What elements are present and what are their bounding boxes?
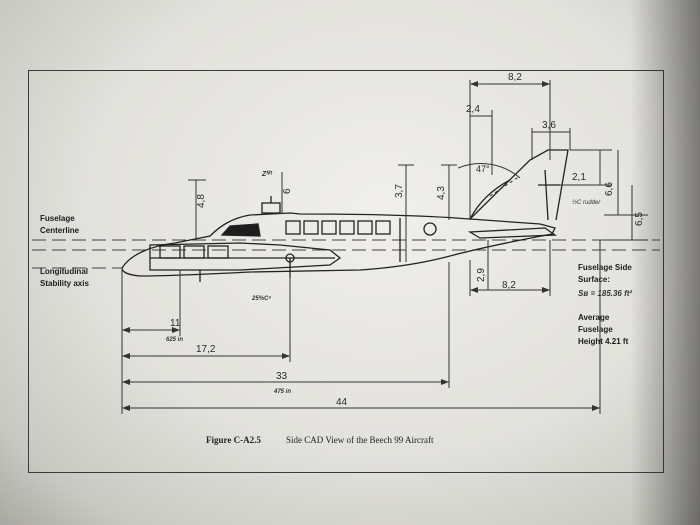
dim-3-7: 3,7 xyxy=(394,184,405,198)
dim-2-1: 2,1 xyxy=(572,172,586,183)
side-surface-label-1: Fuselage Side xyxy=(578,263,632,272)
figure-caption-label: Figure C-A2.5 xyxy=(206,435,261,445)
dimension-lines xyxy=(121,80,648,414)
longitudinal-axis-label-1: Longitudinal xyxy=(40,267,88,276)
vertical-tail xyxy=(467,149,569,239)
fuselage-centerline-label-1: Fuselage xyxy=(40,214,75,223)
dim-3-6: 3,6 xyxy=(542,120,556,131)
side-surface-value: Sʙ = 185.36 ft² xyxy=(578,289,632,298)
fuselage-centerline-label-2: Centerline xyxy=(40,226,80,235)
average-height-label-1: Average xyxy=(578,313,610,322)
dim-44: 44 xyxy=(336,397,348,408)
z-label: Zᴹᵗ xyxy=(261,171,272,178)
average-height-label-2: Fuselage xyxy=(578,325,613,334)
dim-8-2-bottom: 8,2 xyxy=(502,280,516,291)
dim-6-5: 6,5 xyxy=(634,212,645,226)
side-surface-label-2: Surface: xyxy=(578,275,610,284)
dim-33: 33 xyxy=(276,371,288,382)
fuselage-outline xyxy=(121,196,556,282)
sweep-angle-arc xyxy=(457,162,521,197)
dim-11-sub: 625 in xyxy=(166,337,183,343)
arrowheads xyxy=(122,81,600,411)
dim-11: 11 xyxy=(170,318,181,329)
longitudinal-axis-label-2: Stability axis xyxy=(40,279,89,288)
dim-8-2-top: 8,2 xyxy=(508,72,522,83)
dim-2-9: 2,9 xyxy=(476,268,487,282)
centerline-lines xyxy=(32,239,660,269)
dim-17-2: 17,2 xyxy=(196,344,216,355)
quarter-chord-label: 25%Cᵃ xyxy=(251,296,271,302)
average-height-label-3: Height 4.21 ft xyxy=(578,337,629,346)
dim-33-sub: 475 in xyxy=(273,389,291,395)
dim-6-6: 6,6 xyxy=(604,182,615,196)
dim-2-4: 2,4 xyxy=(466,104,480,115)
dim-4-3: 4,3 xyxy=(436,186,447,200)
dim-6-z: 6 xyxy=(282,188,293,194)
rudder-label: ½C rudder xyxy=(572,199,601,206)
shadow-edge xyxy=(630,0,700,525)
figure-caption-text: Side CAD View of the Beech 99 Aircraft xyxy=(286,435,434,445)
dim-47-deg: 47° xyxy=(476,164,490,174)
dim-4-8: 4,8 xyxy=(196,194,207,208)
